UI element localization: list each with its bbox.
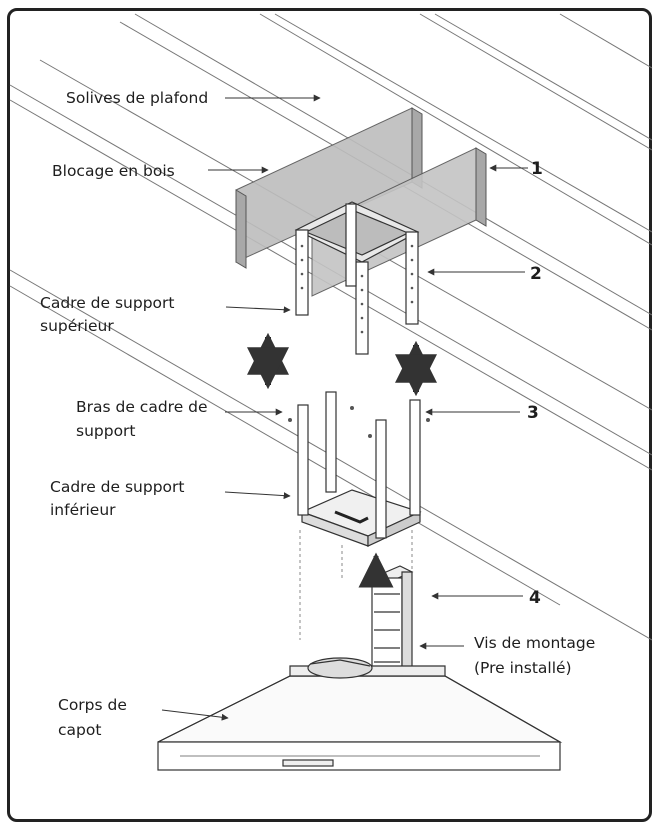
callout-2: 2 — [530, 264, 542, 284]
frame-arms-label-line2: support — [76, 422, 136, 440]
ceiling-joists — [9, 13, 653, 641]
hood-body-label-line2: capot — [58, 721, 101, 739]
mounting-screws-label-line1: Vis de montage — [474, 634, 595, 652]
duct-chimney — [358, 552, 414, 678]
hood-body-label-line1: Corps de — [58, 696, 127, 714]
lower-frame-label-line2: inférieur — [50, 501, 116, 519]
frame-arms-label-line1: Bras de cadre de — [76, 398, 208, 416]
upper-frame-label-line2: supérieur — [40, 317, 114, 335]
slide-arrows — [247, 332, 437, 397]
callout-1: 1 — [531, 159, 543, 179]
callout-4: 4 — [529, 588, 541, 608]
lower-support-frame — [288, 391, 430, 547]
hood-body — [157, 657, 563, 771]
wood-blocking-label: Blocage en bois — [52, 162, 175, 180]
lower-frame-label-line1: Cadre de support — [50, 478, 184, 496]
ceiling-joists-label: Solives de plafond — [66, 89, 208, 107]
mounting-screws-label-line2: (Pre installé) — [474, 659, 572, 677]
upper-frame-label-line1: Cadre de support — [40, 294, 174, 312]
callout-3: 3 — [527, 403, 539, 423]
diagram-frame — [7, 8, 652, 822]
leader-arrows — [161, 94, 528, 721]
upper-support-frame — [294, 201, 420, 355]
